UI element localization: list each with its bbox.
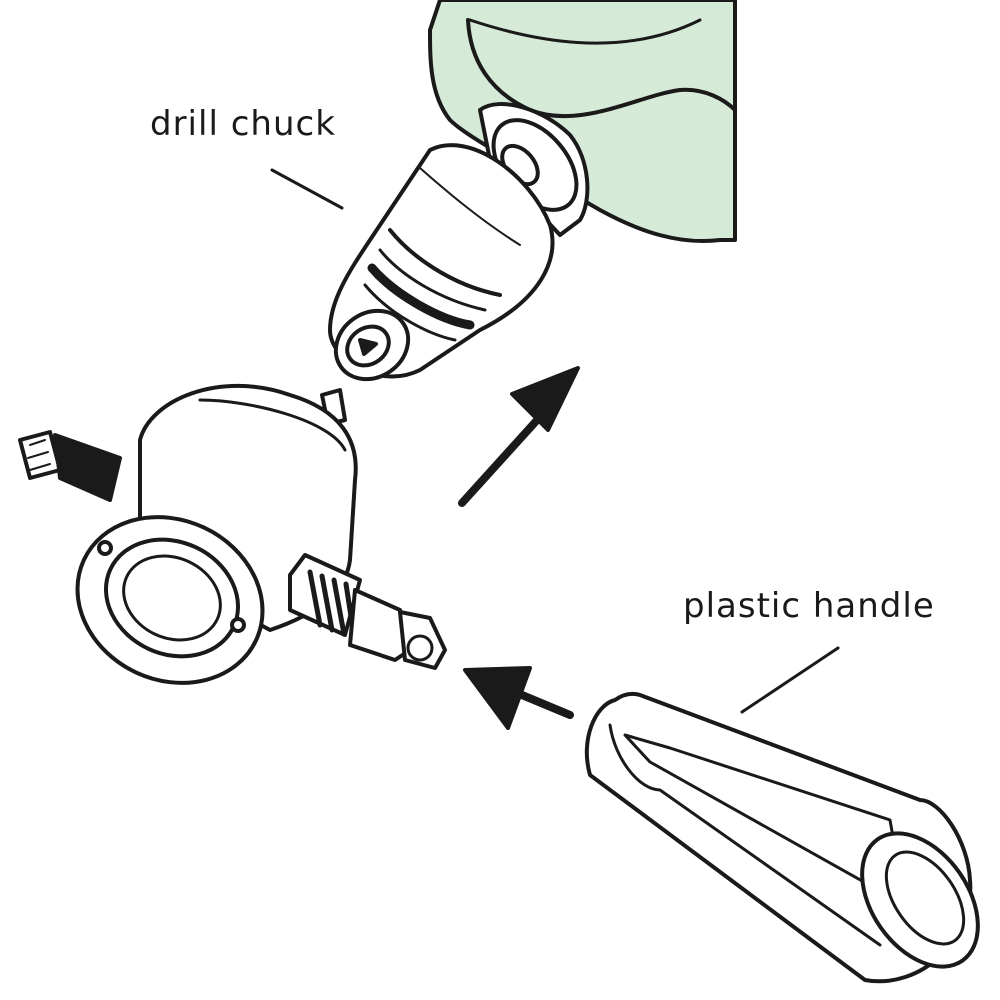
drill-chuck-label: drill chuck	[150, 104, 336, 144]
plastic-handle-leader	[740, 646, 840, 714]
nibbler-attachment	[18, 383, 447, 685]
drill-chuck-leader	[270, 168, 344, 210]
plastic-handle	[584, 691, 980, 984]
arrow-up-right-icon	[458, 366, 580, 507]
plastic-handle-label: plastic handle	[683, 586, 935, 626]
drill-chuck	[328, 102, 590, 382]
arrow-left-icon	[463, 666, 574, 730]
